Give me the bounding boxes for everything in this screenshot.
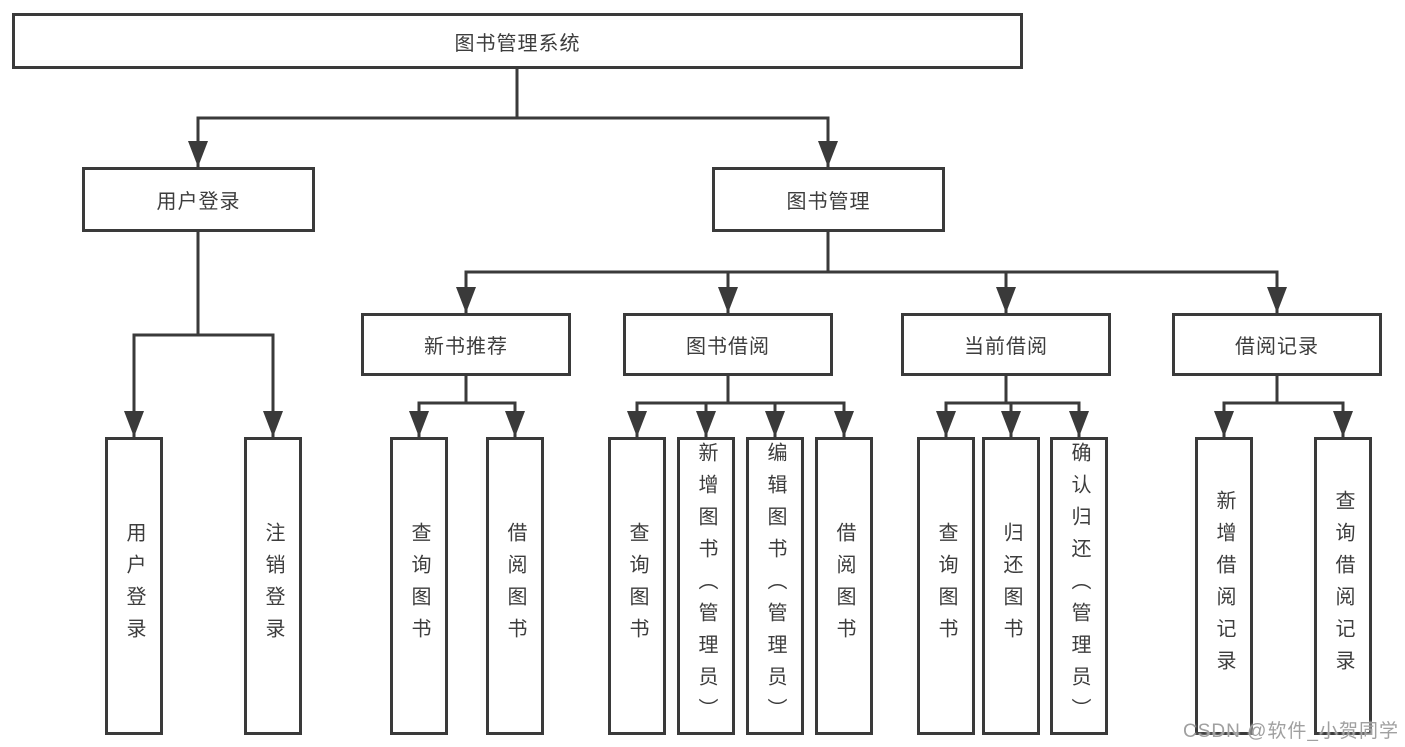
node-book-management: 图书管理 — [712, 167, 945, 232]
leaf-edit-book-admin: 编辑图书（管理员） — [746, 437, 804, 735]
leaf-add-borrow-record: 新增借阅记录 — [1195, 437, 1253, 735]
csdn-watermark: CSDN @软件_小贺同学 — [1183, 721, 1399, 742]
leaf-return-book: 归还图书 — [982, 437, 1040, 735]
node-current-borrowing: 当前借阅 — [901, 313, 1111, 376]
node-library-system: 图书管理系统 — [12, 13, 1023, 69]
leaf-query-borrow-record: 查询借阅记录 — [1314, 437, 1372, 735]
leaf-logout: 注销登录 — [244, 437, 302, 735]
leaf-borrow-books-recommend: 借阅图书 — [486, 437, 544, 735]
node-user-login: 用户登录 — [82, 167, 315, 232]
node-new-book-recommend: 新书推荐 — [361, 313, 571, 376]
node-borrow-records: 借阅记录 — [1172, 313, 1382, 376]
leaf-confirm-return-admin: 确认归还（管理员） — [1050, 437, 1108, 735]
node-book-borrowing: 图书借阅 — [623, 313, 833, 376]
leaf-borrow-books: 借阅图书 — [815, 437, 873, 735]
leaf-query-books-recommend: 查询图书 — [390, 437, 448, 735]
leaf-query-books-current: 查询图书 — [917, 437, 975, 735]
leaf-user-login: 用户登录 — [105, 437, 163, 735]
leaf-query-books-borrowing: 查询图书 — [608, 437, 666, 735]
leaf-add-book-admin: 新增图书（管理员） — [677, 437, 735, 735]
